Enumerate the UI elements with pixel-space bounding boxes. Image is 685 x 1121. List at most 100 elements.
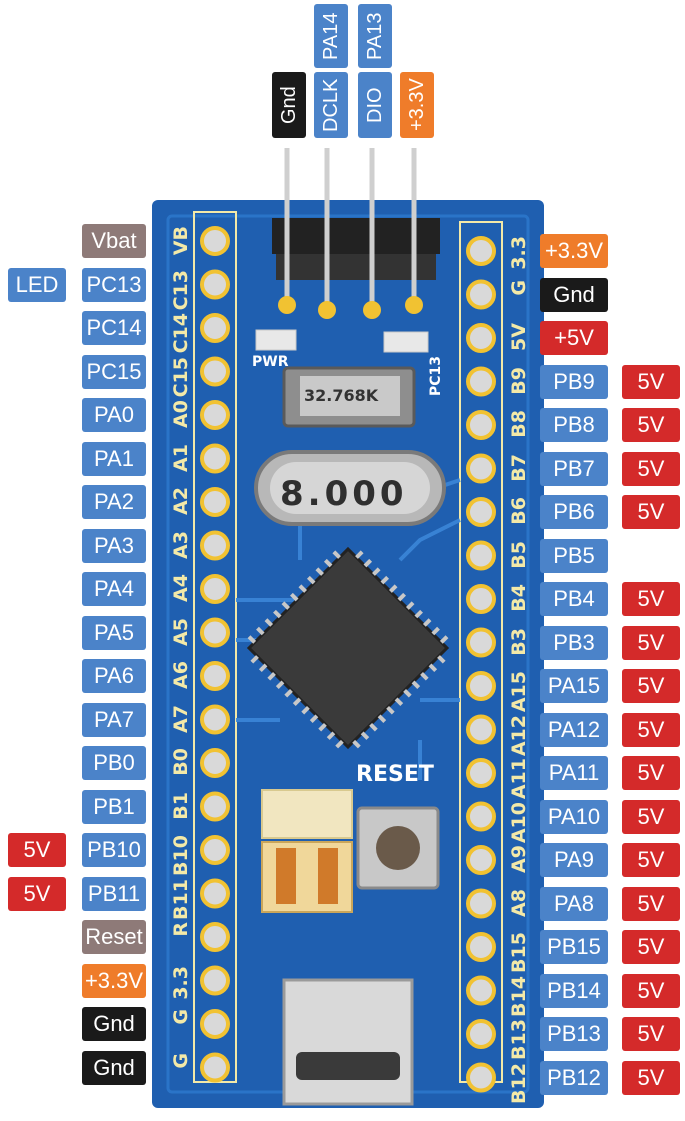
right-silk-pb9-3: B9 [508, 366, 530, 395]
right-pin-label-pa12-11: PA12 [540, 712, 608, 747]
left-silk-pa5-9: A5 [170, 617, 192, 646]
left-pin-label-pb0-12: PB0 [82, 746, 146, 780]
right-silk-33v-0: 3.3 [508, 236, 530, 270]
crystal-rtc-label: 32.768K [304, 386, 379, 405]
top-label-lower-gnd: Gnd [272, 72, 306, 138]
left-pin-label-pc13-1: PC13 [82, 267, 146, 302]
left-pad-2 [200, 313, 230, 343]
left-pin-label-pa1-5: PA1 [82, 441, 146, 476]
left-pad-8 [200, 574, 230, 604]
right-silk-pa12-11: A12 [508, 714, 530, 756]
right-silk-pb3-9: B3 [508, 627, 530, 656]
right-pin-label-pb7-5: PB7 [540, 451, 608, 486]
left-pad-13 [200, 791, 230, 822]
left-pad-17 [200, 965, 230, 996]
right-pin-label-pb6-6: PB6 [540, 495, 608, 529]
boot-jumpers [261, 789, 353, 913]
right-pin-label-pb4-8: PB4 [540, 582, 608, 616]
right-silk-pb6-6: B6 [508, 497, 530, 525]
right-pad-11 [466, 714, 496, 745]
right-silk-pa9-14: A9 [508, 845, 530, 873]
top-label-lower-dio: DIO [358, 72, 392, 138]
right-pad-16 [466, 932, 496, 962]
right-pad-9 [466, 627, 496, 658]
left-pad-15 [200, 878, 230, 909]
left-pin-extra-pb11-15: 5V [8, 876, 66, 911]
right-pad-17 [466, 975, 496, 1006]
right-pin-5v-pb8-4: 5V [622, 408, 680, 442]
right-pin-5v-pa11-12: 5V [622, 756, 680, 790]
right-pin-5v-pb7-5: 5V [622, 451, 680, 486]
left-silk-33v-17: 3.3 [170, 965, 192, 1000]
right-pin-5v-pa12-11: 5V [622, 712, 680, 747]
left-pin-label-pb11-15: PB11 [82, 876, 146, 911]
right-pad-6 [466, 497, 496, 527]
right-pin-label-pa8-15: PA8 [540, 886, 608, 921]
left-pad-12 [200, 748, 230, 778]
left-silk-pc13-1: C13 [170, 269, 192, 310]
right-pin-5v-pb9-3: 5V [622, 364, 680, 399]
left-header-pads [200, 226, 230, 1083]
right-pad-14 [466, 845, 496, 875]
pc13-label: PC13 [428, 356, 444, 397]
left-pin-label-gnd-18: Gnd [82, 1007, 146, 1041]
left-pin-label-gnd-19: Gnd [82, 1050, 146, 1085]
right-pin-label-pb15-16: PB15 [540, 930, 608, 964]
left-silk-pc15-3: C15 [170, 356, 192, 397]
left-silk-gnd-18: G [170, 1009, 192, 1025]
left-silk-pb1-13: B1 [170, 791, 192, 820]
micro-usb [282, 978, 414, 1106]
right-pin-5v-pa10-13: 5V [622, 799, 680, 834]
right-pin-5v-pa8-15: 5V [622, 886, 680, 921]
reset-label: RESET [356, 762, 434, 787]
right-pin-label-5v-2: +5V [540, 321, 608, 355]
left-silk-pb11-15: B11 [170, 878, 192, 920]
left-pin-label-pc15-3: PC15 [82, 354, 146, 389]
right-pin-label-gnd-1: Gnd [540, 277, 608, 312]
right-pin-5v-pb3-9: 5V [622, 625, 680, 660]
left-pad-14 [200, 835, 230, 865]
left-silk-vbat-0: VB [170, 226, 192, 256]
right-pad-18 [466, 1019, 496, 1049]
left-pad-5 [200, 443, 230, 474]
left-silk-reset-16: R [170, 922, 192, 937]
left-pad-6 [200, 487, 230, 517]
left-silk-pa3-7: A3 [170, 530, 192, 559]
right-silk-pb5-7: B5 [508, 540, 530, 569]
right-pin-label-pb12-19: PB12 [540, 1060, 608, 1095]
right-pin-label-pb3-9: PB3 [540, 625, 608, 660]
right-silk-pb7-5: B7 [508, 453, 530, 482]
right-pad-19 [466, 1062, 496, 1093]
top-header [272, 148, 440, 319]
right-pin-label-pa15-10: PA15 [540, 669, 608, 703]
left-pad-11 [200, 704, 230, 735]
left-silk-pb0-12: B0 [170, 748, 192, 776]
right-pin-label-pa11-12: PA11 [540, 756, 608, 790]
left-pin-extra-pb10-14: 5V [8, 833, 66, 867]
pc13-led [383, 331, 429, 353]
right-pin-label-33v-0: +3.3V [540, 234, 608, 268]
right-header-pads [466, 236, 496, 1093]
right-pad-7 [466, 540, 496, 571]
right-pin-5v-pb12-19: 5V [622, 1060, 680, 1095]
right-pin-5v-pa9-14: 5V [622, 843, 680, 877]
right-pad-13 [466, 801, 496, 832]
crystal-main-label: 8.000 [280, 474, 408, 514]
right-pad-10 [466, 671, 496, 701]
left-silk-pc14-2: C14 [170, 313, 192, 354]
left-pin-label-pb1-13: PB1 [82, 789, 146, 824]
left-pin-label-vbat-0: Vbat [82, 224, 146, 258]
mcu-chip [246, 546, 450, 750]
right-pin-label-pb14-17: PB14 [540, 973, 608, 1008]
top-label-upper-pa13: PA13 [358, 4, 392, 68]
pwr-label: PWR [252, 354, 289, 370]
right-silk-pa15-10: A15 [508, 671, 530, 713]
right-pin-5v-pb14-17: 5V [622, 973, 680, 1008]
left-silk-pa2-6: A2 [170, 487, 192, 515]
right-pin-label-pb8-4: PB8 [540, 408, 608, 442]
left-pin-label-pb10-14: PB10 [82, 833, 146, 867]
right-silk-pb4-8: B4 [508, 584, 530, 612]
left-silk-pa1-5: A1 [170, 443, 192, 472]
top-label-upper-pa14: PA14 [314, 4, 348, 68]
